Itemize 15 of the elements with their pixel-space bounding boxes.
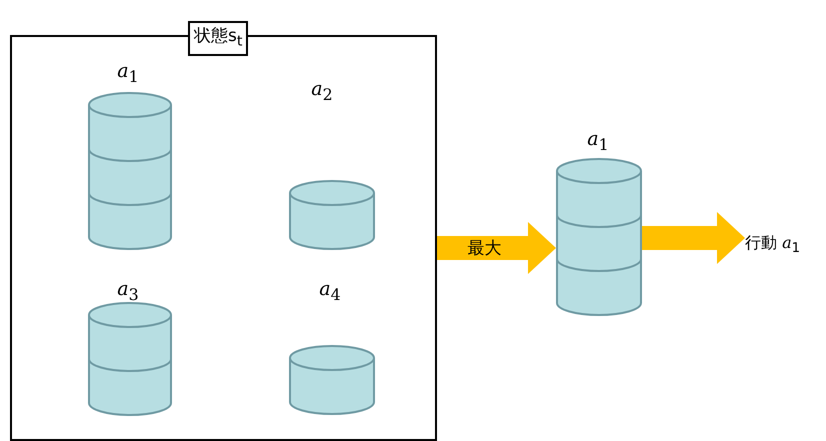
cylinder-label: a$_{4}$ xyxy=(319,278,341,304)
cylinder-label: a$_{2}$ xyxy=(311,78,333,104)
cylinder xyxy=(88,92,172,250)
cylinder-label: a$_{1}$ xyxy=(117,60,139,86)
block-arrow xyxy=(642,212,745,264)
state-title: 状態s$_{t}$ xyxy=(188,21,248,56)
block-arrow xyxy=(437,222,556,274)
action-label: 行動 a$_{1}$ xyxy=(745,228,820,258)
cylinder xyxy=(289,345,375,415)
cylinder-label: a$_{3}$ xyxy=(117,278,139,304)
cylinder-label: a$_{1}$ xyxy=(587,128,609,154)
cylinder xyxy=(556,158,642,316)
cylinder xyxy=(289,180,375,250)
cylinder xyxy=(88,302,172,416)
edge-label: 最大 xyxy=(468,238,502,260)
